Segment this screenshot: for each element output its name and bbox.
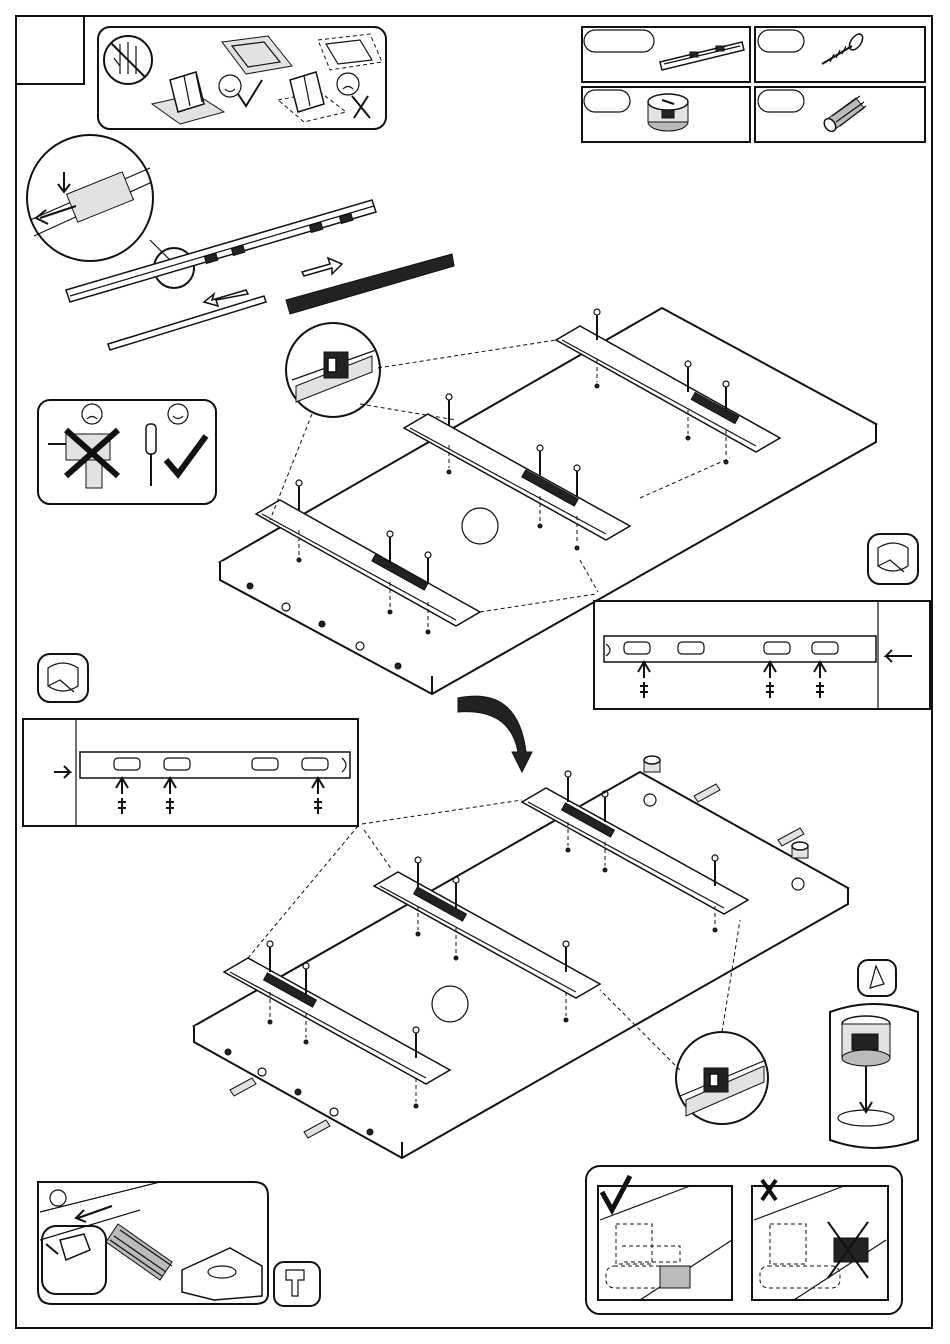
cam-lock-icon [792, 842, 808, 858]
cam-lock-icon [648, 94, 688, 131]
sad-face-icon [337, 73, 359, 95]
happy-face-icon [219, 75, 241, 97]
drawer-slide-part [582, 27, 750, 82]
right-arrow-icon [302, 258, 342, 276]
push-arrow-icon [886, 650, 912, 662]
check-mark-icon [602, 1176, 630, 1210]
rail-front-view-detail-right [594, 601, 930, 709]
cardboard-under-furniture-good-icon [152, 36, 292, 124]
cross-mark-icon [352, 96, 370, 118]
hand-icon [870, 966, 884, 988]
hammer-icon [286, 1270, 304, 1296]
dowel-insertion-detail [38, 1182, 320, 1306]
check-mark-icon [238, 80, 262, 106]
incorrect-insertion-panel [752, 1180, 888, 1300]
cam-lock-icon [644, 756, 660, 772]
screw-icon [314, 798, 322, 814]
insert-arrow-icon [860, 1066, 872, 1112]
dowel-icon [694, 784, 720, 802]
cam-lock-part [582, 87, 750, 142]
cam-lock-insertion-detail [830, 960, 918, 1148]
grid-floor-bad-icon [278, 34, 382, 122]
step-number-box [16, 16, 84, 84]
wood-screw-part [755, 27, 925, 82]
wooden-dowel-part [755, 87, 925, 142]
check-mark-icon [166, 436, 206, 474]
slide-release-detail [27, 135, 454, 350]
cross-mark-icon [762, 1180, 776, 1200]
use-screwdriver-hint [38, 400, 216, 504]
no-power-drill-icon [48, 404, 118, 488]
protect-surface-hint [98, 27, 386, 129]
screw-icon [118, 798, 126, 814]
rail-front-view-detail-left [23, 719, 358, 826]
rotate-panel-icon [868, 534, 918, 584]
screw-icon [766, 682, 774, 698]
no-hard-floor-icon [104, 36, 152, 84]
outer-slide-member [286, 254, 454, 314]
dowel-icon [822, 96, 866, 134]
parts-legend [582, 27, 925, 142]
sad-face-icon [82, 404, 102, 424]
screw-icon [816, 682, 824, 698]
flip-panel-arrow-icon [458, 696, 532, 772]
screw-icon [822, 32, 865, 64]
screw-icon [640, 682, 648, 698]
rotate-panel-icon [38, 654, 88, 702]
screwdriver-icon [146, 404, 206, 486]
correct-insertion-panel [598, 1176, 732, 1300]
dowel-correct-incorrect-detail [586, 1166, 902, 1314]
happy-face-icon [168, 404, 188, 424]
screw-icon [166, 798, 174, 814]
push-arrow-icon [54, 766, 70, 778]
page-frame [16, 16, 932, 1328]
inner-slide-member [108, 296, 266, 350]
dowel-icon [304, 1120, 330, 1138]
drawer-slide-icon [660, 42, 744, 70]
press-down-arrow-icon [58, 172, 70, 192]
dowel-icon [230, 1078, 256, 1096]
